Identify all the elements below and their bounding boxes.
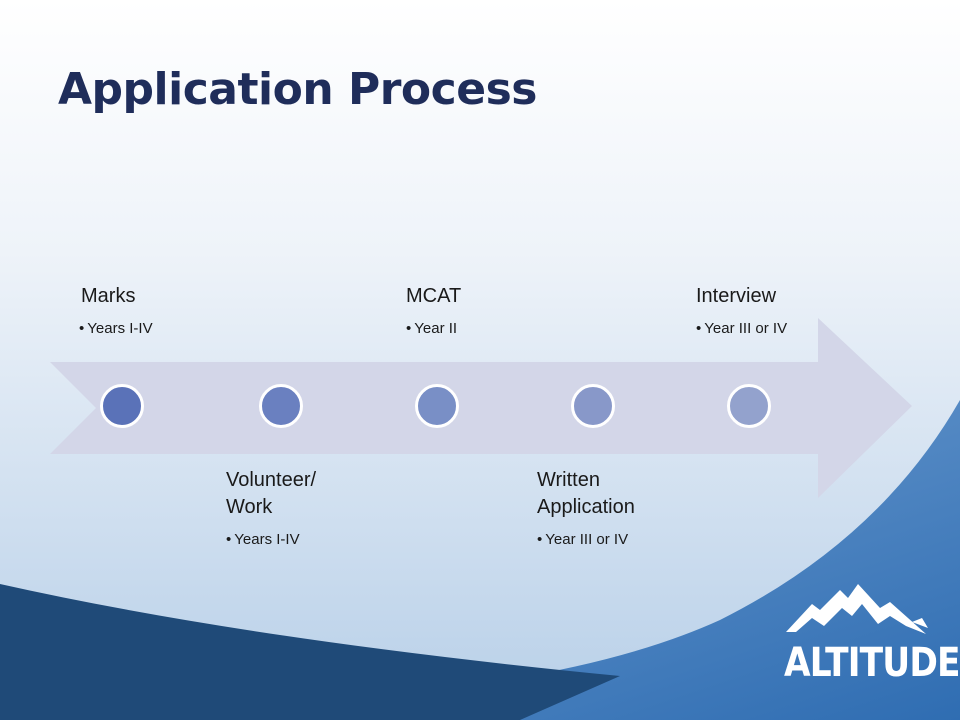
logo-wordmark: ALTITUDE: [784, 640, 960, 686]
timeline-arrow: [50, 318, 912, 498]
slide-title: Application Process: [58, 64, 537, 115]
step-detail: Year III or IV: [696, 320, 787, 337]
step-label: Volunteer/ Work: [226, 469, 317, 518]
step-label: Marks: [81, 285, 136, 307]
step-written-application: Written Application Year III or IV: [537, 467, 635, 548]
step-detail: Years I-IV: [226, 531, 316, 548]
timeline-node-marks: [100, 384, 144, 428]
step-marks: Marks Years I-IV: [81, 283, 153, 337]
timeline-node-volunteer: [259, 384, 303, 428]
step-label: MCAT: [406, 285, 462, 307]
timeline-node-written-application: [571, 384, 615, 428]
step-label: Interview: [696, 285, 777, 307]
step-label: Written Application: [537, 469, 635, 518]
mountain-icon: [786, 584, 928, 634]
timeline-node-mcat: [415, 384, 459, 428]
step-detail: Year II: [406, 320, 461, 337]
timeline-node-interview: [727, 384, 771, 428]
dark-swoosh: [0, 584, 620, 720]
step-detail: Years I-IV: [79, 320, 152, 337]
step-detail: Year III or IV: [537, 531, 635, 548]
step-mcat: MCAT Year II: [406, 283, 461, 337]
step-volunteer-work: Volunteer/ Work Years I-IV: [226, 467, 316, 548]
light-swoosh: [0, 400, 960, 720]
step-interview: Interview Year III or IV: [696, 283, 787, 337]
